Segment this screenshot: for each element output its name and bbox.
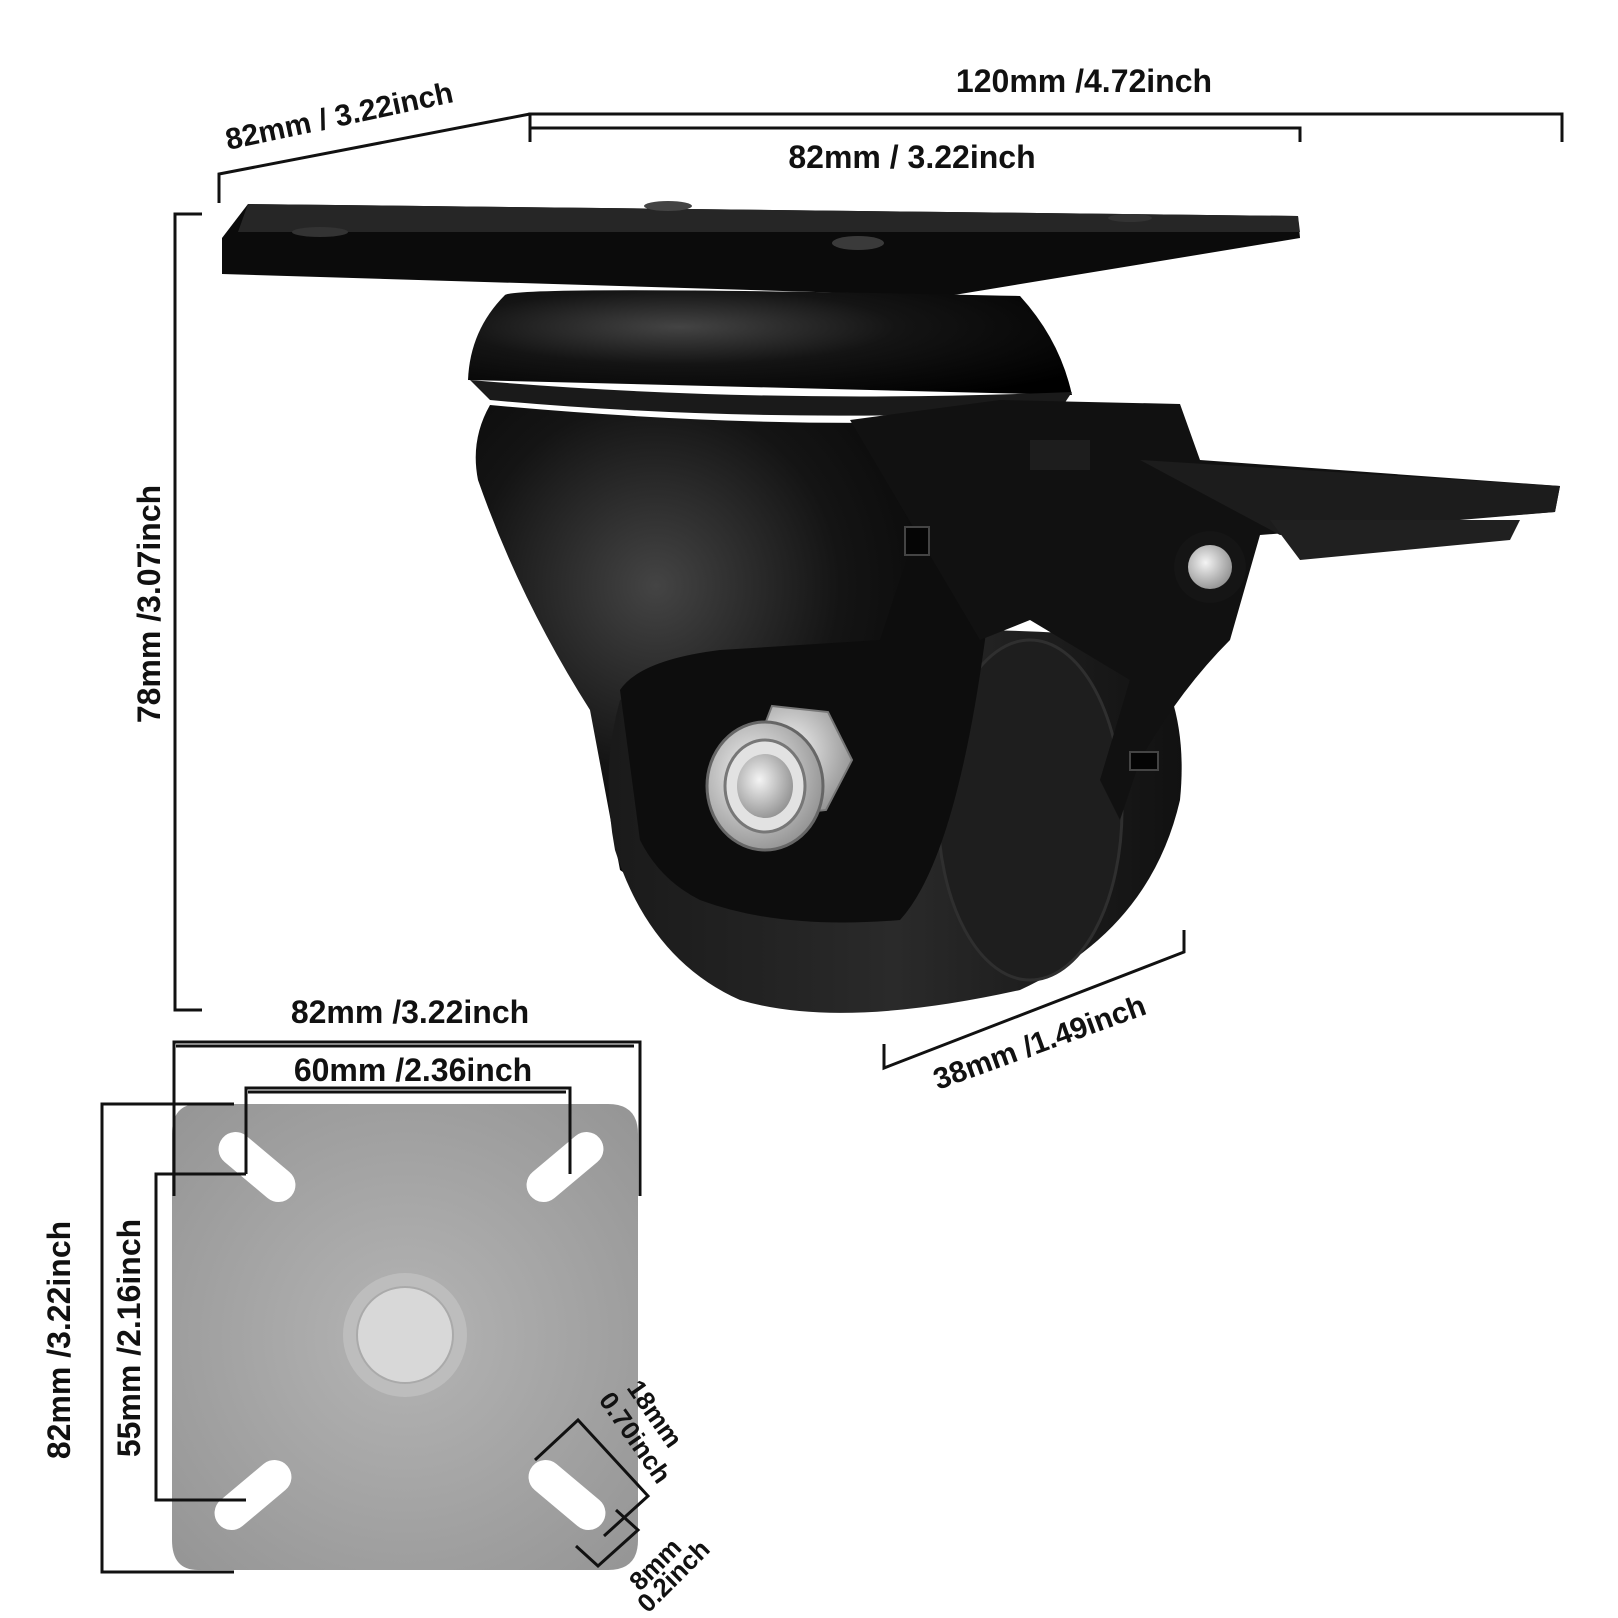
plate-hole-spacing-y-label: 55mm /2.16inch bbox=[111, 1219, 147, 1457]
dimension-lines bbox=[100, 112, 1564, 1574]
wheel-width-label: 38mm /1.49inch bbox=[929, 989, 1150, 1096]
overall-height-label: 78mm /3.07inch bbox=[131, 485, 167, 723]
plate-outer-height-label: 82mm /3.22inch bbox=[41, 1221, 77, 1459]
plate-outer-width-label: 82mm /3.22inch bbox=[291, 994, 529, 1030]
swivel-caster-with-brake-icon bbox=[222, 201, 1560, 1013]
top-plate-width-label: 82mm / 3.22inch bbox=[788, 139, 1035, 175]
top-plate-depth-label: 82mm / 3.22inch bbox=[223, 76, 457, 156]
plate-hole-spacing-x-label: 60mm /2.36inch bbox=[294, 1052, 532, 1088]
mounting-plate-top-view-icon bbox=[172, 1104, 638, 1570]
overall-length-label: 120mm /4.72inch bbox=[956, 63, 1212, 99]
